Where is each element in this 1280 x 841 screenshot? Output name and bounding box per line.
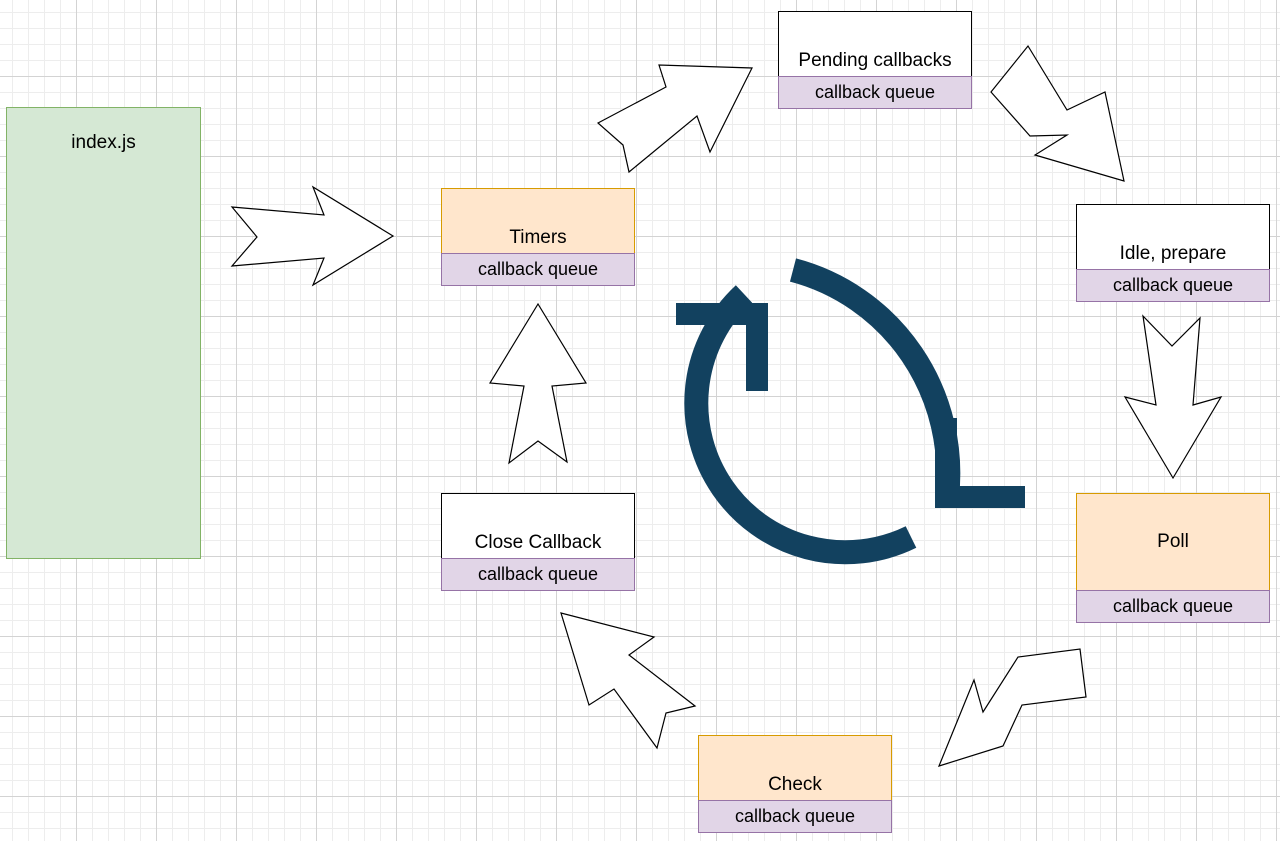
stage-close-box: Close Callback xyxy=(441,493,635,558)
stage-idle-box: Idle, prepare xyxy=(1076,204,1270,269)
stage-poll-box: Poll xyxy=(1076,493,1270,590)
stage-timers-box: Timers xyxy=(441,188,635,253)
stage-poll-queue-label: callback queue xyxy=(1112,596,1234,616)
arrow-check-to-close xyxy=(560,612,697,750)
stage-idle-queue-label: callback queue xyxy=(1112,275,1234,295)
stage-idle-label: Idle, prepare xyxy=(1119,243,1227,264)
stage-poll-callback-queue: callback queue xyxy=(1076,590,1270,623)
stage-pending-label: Pending callbacks xyxy=(798,50,952,71)
arrow-close-to-timers xyxy=(488,302,588,465)
stage-idle-prepare[interactable]: Idle, prepare callback queue xyxy=(1076,204,1270,302)
stage-idle-callback-queue: callback queue xyxy=(1076,269,1270,302)
stage-timers[interactable]: Timers callback queue xyxy=(441,188,635,286)
arrow-pending-to-idle xyxy=(990,44,1125,182)
stage-pending-box: Pending callbacks xyxy=(778,11,972,76)
stage-timers-label: Timers xyxy=(509,227,567,248)
stage-poll[interactable]: Poll callback queue xyxy=(1076,493,1270,623)
stage-check-box: Check xyxy=(698,735,892,800)
stage-check-callback-queue: callback queue xyxy=(698,800,892,833)
entry-script-label: index.js xyxy=(71,132,136,153)
stage-close-queue-label: callback queue xyxy=(477,564,599,584)
stage-close-callback-queue: callback queue xyxy=(441,558,635,591)
stage-timers-queue-label: callback queue xyxy=(477,259,599,279)
stage-pending-callback-queue: callback queue xyxy=(778,76,972,109)
stage-check[interactable]: Check callback queue xyxy=(698,735,892,833)
arrow-poll-to-check xyxy=(937,648,1087,767)
arrow-timers-to-pending xyxy=(596,64,753,174)
stage-timers-callback-queue: callback queue xyxy=(441,253,635,286)
arrow-idle-to-poll xyxy=(1123,314,1223,480)
refresh-cycle-icon xyxy=(676,258,1025,565)
stage-check-label: Check xyxy=(768,774,822,795)
entry-script-node[interactable]: index.js xyxy=(6,107,201,559)
stage-check-queue-label: callback queue xyxy=(734,806,856,826)
stage-pending-queue-label: callback queue xyxy=(814,82,936,102)
stage-poll-label: Poll xyxy=(1157,531,1189,552)
stage-close-callback[interactable]: Close Callback callback queue xyxy=(441,493,635,591)
arrow-entry-to-timers xyxy=(230,185,395,287)
stage-pending-callbacks[interactable]: Pending callbacks callback queue xyxy=(778,11,972,109)
stage-close-label: Close Callback xyxy=(474,532,602,553)
